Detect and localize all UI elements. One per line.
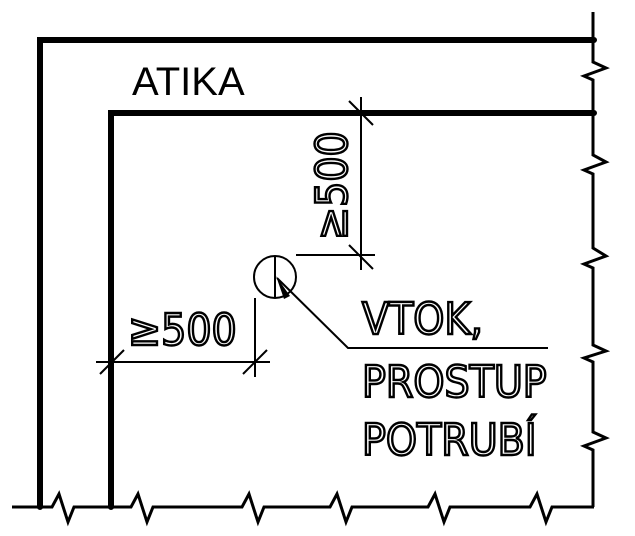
parapet-outer-edge (37, 37, 597, 510)
leader-arrow-icon (276, 276, 290, 299)
note-line-1: VTOK, (362, 294, 483, 345)
dim-vertical-tick-top (348, 100, 374, 126)
right-break-line (579, 12, 611, 507)
leader-line (276, 277, 548, 349)
dim-horizontal-label: ≥500 (128, 305, 237, 356)
parapet-inner-edge (108, 110, 597, 510)
dim-horizontal-tick-left (99, 349, 125, 375)
note-line-2: PROSTUP (362, 357, 547, 408)
dim-vertical-tick-bottom (348, 244, 374, 270)
bottom-break-line (12, 490, 594, 527)
note-line-3: POTRUBÍ (362, 413, 537, 466)
dim-vertical-label: ≥500 (307, 131, 358, 240)
parapet-label: ATIKA (132, 60, 245, 104)
